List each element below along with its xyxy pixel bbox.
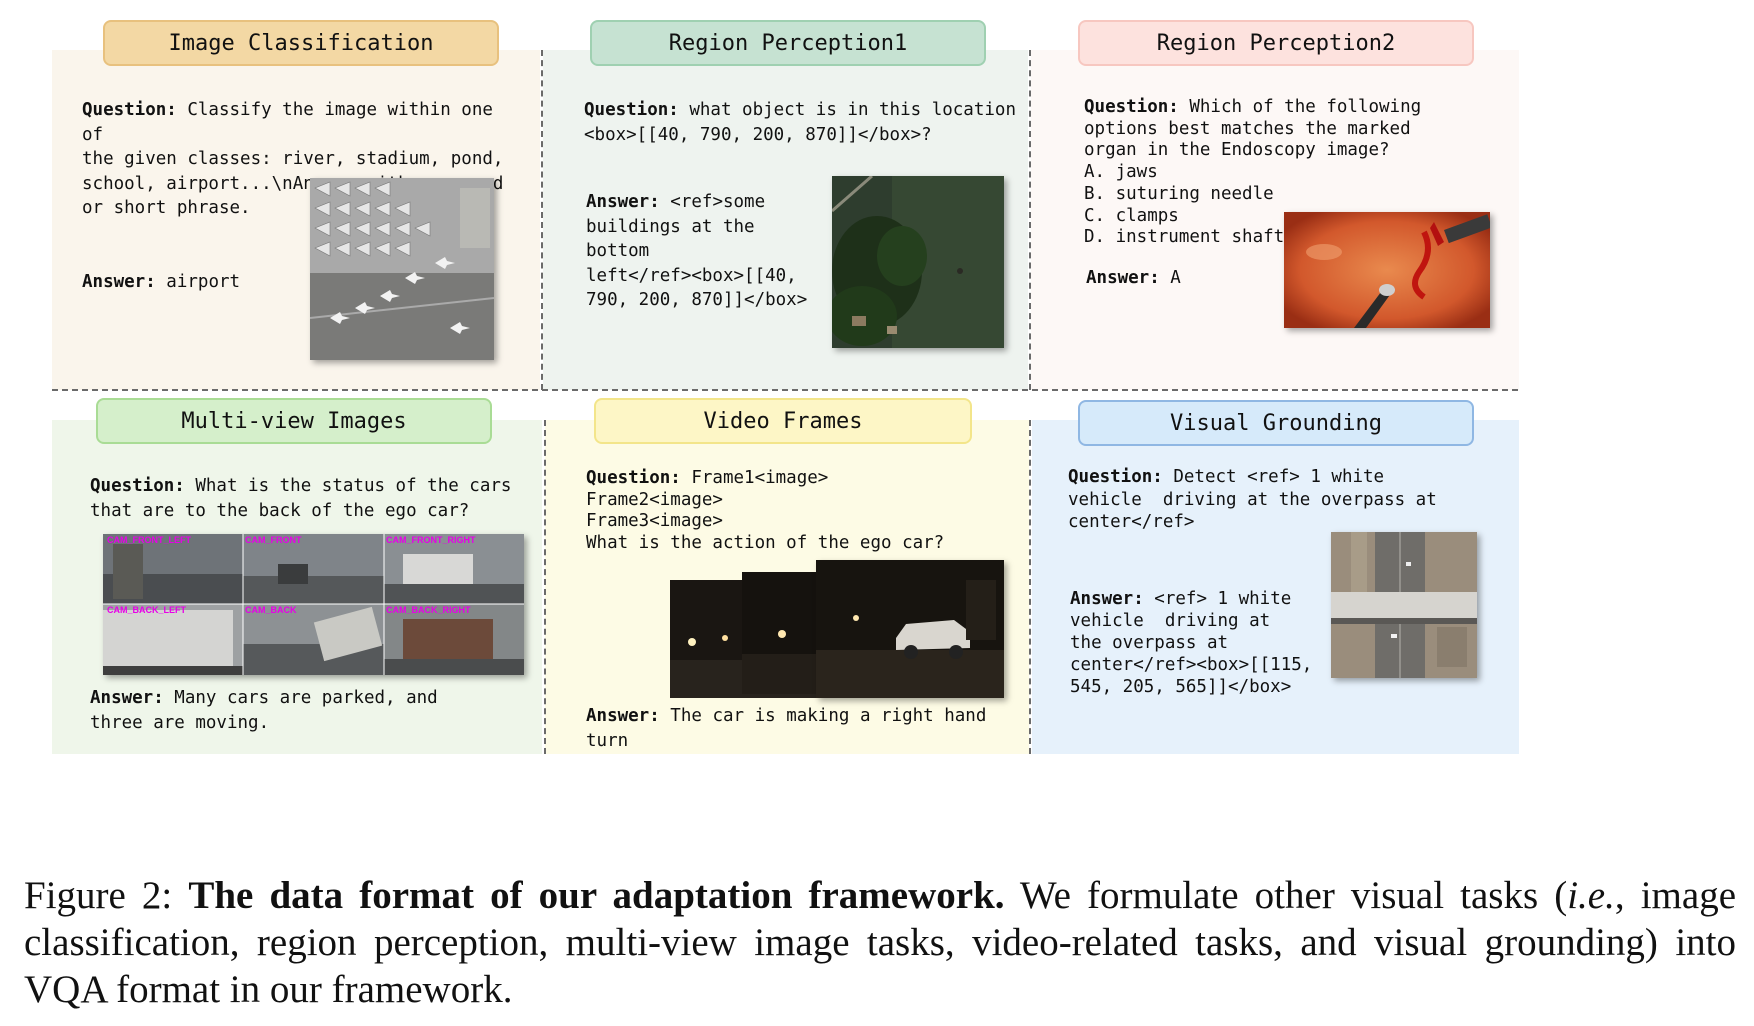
question-text: Which of the following options best matc… xyxy=(1084,97,1422,248)
answer-text: Many cars are parked, and three are movi… xyxy=(90,688,438,733)
answer-image-classification: Answer: airport xyxy=(82,270,240,295)
answer-label: Answer: xyxy=(90,688,164,708)
cam-label-back: CAM_BACK xyxy=(245,605,297,615)
header-region-perception2: Region Perception2 xyxy=(1078,20,1474,66)
question-region-perception1: Question: what object is in this locatio… xyxy=(584,98,1024,147)
caption-prefix: Figure 2: xyxy=(24,874,189,917)
answer-text: The car is making a right hand turn xyxy=(586,706,997,751)
header-visual-grounding: Visual Grounding xyxy=(1078,400,1474,446)
cam-label-back-right: CAM_BACK_RIGHT xyxy=(386,605,471,615)
multi-view-camera-grid: CAM_FRONT_LEFT CAM_FRONT CAM_FRONT_RIGHT… xyxy=(103,534,524,675)
divider-vertical-top-right xyxy=(1029,50,1031,390)
cam-label-back-left: CAM_BACK_LEFT xyxy=(107,605,187,615)
answer-text: <ref> 1 white vehicle driving at the ove… xyxy=(1070,589,1313,697)
figure-caption: Figure 2: The data format of our adaptat… xyxy=(24,872,1736,1013)
header-region-perception1: Region Perception1 xyxy=(590,20,986,66)
question-label: Question: xyxy=(82,100,177,120)
caption-bold: The data format of our adaptation framew… xyxy=(188,874,1005,917)
header-video-frames: Video Frames xyxy=(594,398,972,444)
answer-label: Answer: xyxy=(82,272,156,292)
divider-vertical-top-left xyxy=(541,50,543,390)
answer-text: <ref>some buildings at the bottom left</… xyxy=(586,192,808,310)
question-text: Detect <ref> 1 white vehicle driving at … xyxy=(1068,467,1437,532)
answer-label: Answer: xyxy=(1086,268,1160,288)
divider-vertical-bottom-right xyxy=(1029,420,1031,754)
question-label: Question: xyxy=(90,476,185,496)
answer-video-frames: Answer: The car is making a right hand t… xyxy=(586,704,1026,753)
answer-label: Answer: xyxy=(586,706,660,726)
cam-label-front-left: CAM_FRONT_LEFT xyxy=(107,535,191,545)
caption-text-1: We formulate other visual tasks ( xyxy=(1004,874,1568,917)
question-text: What is the status of the cars that are … xyxy=(90,476,512,521)
question-text: Frame1<image> Frame2<image> Frame3<image… xyxy=(586,468,945,553)
question-label: Question: xyxy=(1084,97,1179,117)
video-frame-3 xyxy=(816,560,1004,698)
answer-visual-grounding: Answer: <ref> 1 white vehicle driving at… xyxy=(1070,588,1320,698)
divider-horizontal xyxy=(52,389,1518,391)
answer-multi-view: Answer: Many cars are parked, and three … xyxy=(90,686,530,735)
satellite-forest-image xyxy=(832,176,1004,348)
question-text: what object is in this location <box>[[4… xyxy=(584,100,1016,145)
overpass-aerial-image xyxy=(1331,532,1477,678)
answer-region-perception2: Answer: A xyxy=(1086,266,1181,291)
question-label: Question: xyxy=(586,468,681,488)
divider-vertical-bottom-left xyxy=(544,420,546,754)
header-image-classification: Image Classification xyxy=(103,20,499,66)
question-label: Question: xyxy=(584,100,679,120)
answer-region-perception1: Answer: <ref>some buildings at the botto… xyxy=(586,190,826,313)
header-multi-view: Multi-view Images xyxy=(96,398,492,444)
endoscopy-image xyxy=(1284,212,1490,328)
question-multi-view: Question: What is the status of the cars… xyxy=(90,474,530,523)
cam-label-front: CAM_FRONT xyxy=(245,535,302,545)
answer-text: airport xyxy=(155,272,241,292)
question-visual-grounding: Question: Detect <ref> 1 white vehicle d… xyxy=(1068,466,1508,534)
cam-label-front-right: CAM_FRONT_RIGHT xyxy=(386,535,476,545)
caption-italic: i.e. xyxy=(1567,874,1615,917)
answer-text: A xyxy=(1159,268,1181,288)
answer-label: Answer: xyxy=(1070,589,1144,609)
answer-label: Answer: xyxy=(586,192,660,212)
question-label: Question: xyxy=(1068,467,1163,487)
caption-text-2: , image classification, region perceptio… xyxy=(24,874,1737,1011)
airport-aerial-image xyxy=(310,178,494,360)
question-region-perception2: Question: Which of the following options… xyxy=(1084,97,1504,249)
question-video-frames: Question: Frame1<image> Frame2<image> Fr… xyxy=(586,468,1026,554)
